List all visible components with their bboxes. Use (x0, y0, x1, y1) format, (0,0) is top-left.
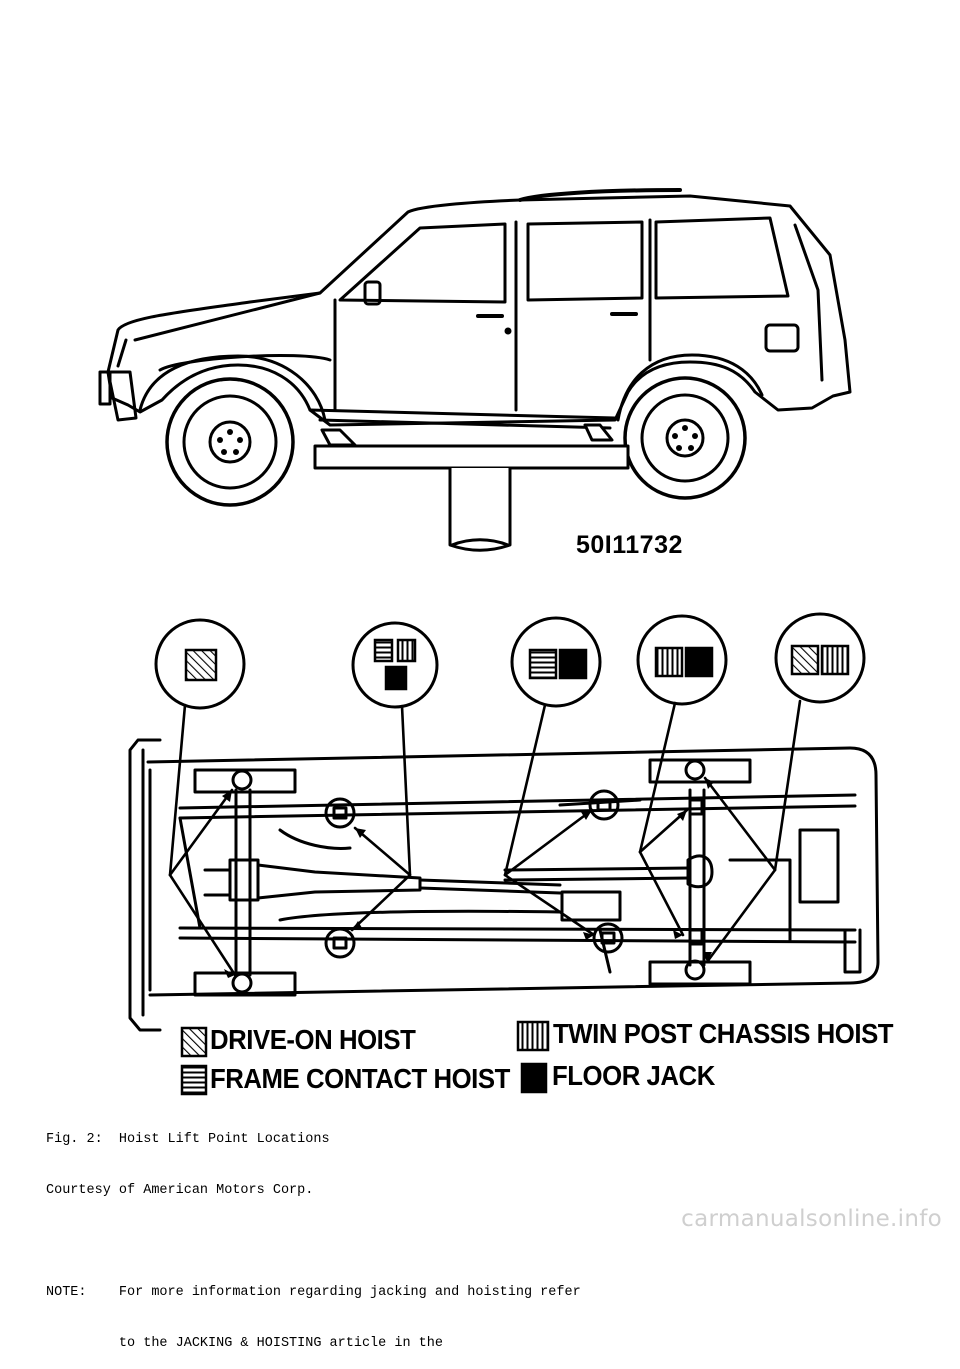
frame-contact-hoist-symbol-icon (180, 1064, 208, 1096)
hoist-lift-figure (98, 188, 880, 1096)
wheel-lug-nuts (217, 425, 698, 455)
floor-jack-symbol-icon (520, 1062, 548, 1094)
leader-lines (168, 699, 802, 977)
legend-symbols (180, 1020, 550, 1096)
legend-floor-jack: FLOOR JACK (552, 1060, 715, 1091)
watermark: carmanualsonline.info (681, 1206, 942, 1232)
legend-drive-on-hoist: DRIVE-ON HOIST (210, 1024, 416, 1055)
caption-note-line-1: NOTE: For more information regarding jac… (46, 1285, 581, 1300)
figure-caption: Fig. 2: Hoist Lift Point Locations Court… (46, 1097, 581, 1369)
callout-symbols (184, 638, 850, 691)
drive-on-hoist-symbol-icon (180, 1026, 208, 1058)
legend-frame-contact-hoist: FRAME CONTACT HOIST (210, 1063, 510, 1094)
underbody-chassis (128, 738, 880, 1032)
figure-code: 50I11732 (576, 531, 683, 559)
arrowheads (222, 778, 714, 978)
legend-twin-post-chassis-hoist: TWIN POST CHASSIS HOIST (553, 1018, 894, 1049)
lift-method-callouts (154, 612, 866, 710)
vehicle-side-view (98, 188, 852, 507)
caption-credit: Courtesy of American Motors Corp. (46, 1183, 314, 1198)
drive-on-hoist-illustration (313, 423, 630, 552)
twin-post-hoist-symbol-icon (516, 1020, 550, 1052)
caption-note-line-2: to the JACKING & HOISTING article in the (46, 1336, 443, 1351)
caption-title: Fig. 2: Hoist Lift Point Locations (46, 1132, 330, 1147)
